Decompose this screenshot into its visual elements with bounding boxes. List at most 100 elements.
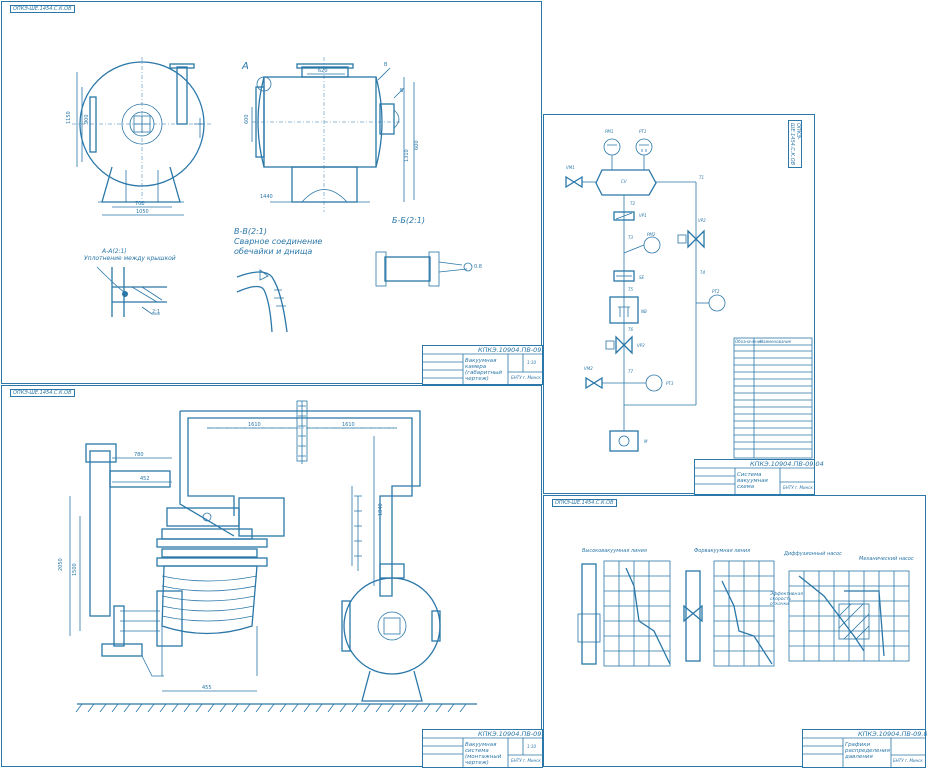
tb-org: БНТУ г. Минск (893, 758, 923, 763)
section-v-label: В-В(2:1) (234, 227, 267, 236)
tb-org: БНТУ г. Минск (783, 485, 813, 490)
node-m: M (644, 439, 648, 444)
tb-scale: 1:10 (527, 360, 536, 365)
graph1-curve (625, 567, 671, 665)
node-vm1: VM1 (566, 165, 575, 170)
legend-header-designation: Обозначение (735, 339, 763, 344)
svg-text:455: 455 (202, 685, 212, 691)
graph3-label-diffusion: Диффузионный насос (784, 551, 842, 557)
sheet-assembly-drawing: ОПКЭ-ШЕ.1454.С.К.ОВ 2050 1500 780 452 (1, 385, 552, 768)
node-pm2: PM2 (647, 232, 656, 237)
svg-text:1150: 1150 (66, 111, 72, 124)
section-b-label: Б-Б(2:1) (392, 216, 425, 225)
node-pm1: PM1 (605, 129, 614, 134)
gauge-pm1 (603, 138, 621, 156)
tb-title: Вакуумная камера (габаритный чертеж) (465, 358, 502, 382)
vacuum-scheme-graphics (565, 138, 813, 459)
diffusion-pump-nb (609, 296, 639, 324)
tb-title: Система вакуумная схема (737, 472, 768, 490)
trap-se (613, 270, 635, 282)
tb-scale: 1:10 (527, 744, 536, 749)
sheet-pressure-graphs: ОПКЭ-ШЕ.1454.С.К.ОВ Высоковакуумная лини… (543, 495, 927, 768)
side-cylinder (156, 590, 183, 647)
section-a-label: А-А(2:1) (102, 248, 127, 255)
svg-text:0.8: 0.8 (474, 264, 482, 270)
svg-text:2050: 2050 (58, 558, 64, 571)
graph3-hatch (838, 603, 870, 640)
valve-vm1 (565, 175, 583, 189)
node-cv: CV (621, 179, 627, 184)
legend-header-name: Наименование (760, 339, 792, 344)
svg-text:Б: Б (400, 88, 404, 94)
graph3-mechanical (844, 590, 885, 657)
title-block: КПКЭ.10904.ПВ-09.02 Вакуумная камера (га… (422, 345, 552, 385)
section-v-note: Сварное соединение обечайки и днища (234, 237, 323, 256)
outlet-pipe (176, 66, 188, 125)
front-support (101, 166, 181, 203)
gauge-pt2 (708, 294, 726, 312)
front-door-flange (89, 96, 97, 153)
side-support (291, 166, 358, 203)
graph2-curve (721, 580, 773, 665)
valve-vp3 (615, 335, 633, 355)
svg-text:452: 452 (140, 476, 150, 482)
tb-code: КПКЭ.10904.ПВ-09.03 (858, 730, 927, 738)
duct-frame (180, 410, 421, 597)
section-a-note: Уплотнение между крышкой (84, 255, 176, 262)
tb-title: Вакуумная система (монтажный чертеж) (465, 742, 502, 766)
graph1-label: Высоковакуумная линия (582, 548, 647, 554)
valve-vp2 (687, 229, 705, 249)
sheet-vacuum-scheme: ОПКЭ-ШЕ.1454.С.К.ОВ (543, 114, 824, 495)
svg-text:900: 900 (84, 114, 90, 124)
svg-text:700: 700 (135, 201, 145, 207)
pipe-section (384, 256, 431, 282)
node-t2: T2 (630, 201, 635, 206)
tb-code: КПКЭ.10904.ПВ-09.03 (478, 730, 552, 738)
title-block: КПКЭ.10904.ПВ-09.03 Графики распределени… (802, 729, 927, 768)
gauge-pm2 (643, 236, 661, 254)
graph3-diffusion (798, 575, 865, 652)
svg-text:780: 780 (134, 452, 144, 458)
valve-vm2 (585, 376, 603, 390)
valve-vp1 (613, 211, 635, 221)
pressure-graphics (577, 560, 910, 667)
tb-code: КПКЭ.10904.ПВ-09.02 (478, 346, 552, 354)
node-vm2: VM2 (584, 366, 593, 371)
svg-text:1440: 1440 (260, 194, 273, 200)
sheet-general-drawing: ОПКЭ-ШЕ.1454.С.К.ОВ 1150 900 700 1050 (1, 1, 552, 385)
node-t7: T7 (628, 369, 633, 374)
svg-text:1500: 1500 (72, 563, 78, 576)
valve-housing (238, 497, 285, 537)
mechanical-pump-m (609, 430, 639, 452)
svg-text:600: 600 (414, 140, 420, 150)
node-t1: T1 (699, 175, 704, 180)
gauge-pt1 (635, 138, 653, 156)
pump-body (161, 565, 258, 635)
svg-text:2:1: 2:1 (152, 309, 160, 315)
left-column (89, 450, 111, 617)
svg-text:620: 620 (318, 68, 328, 74)
graph1-frame (603, 560, 671, 667)
tb-org: БНТУ г. Минск (511, 375, 541, 380)
graph2-label: Форвакуумная линия (694, 548, 751, 554)
view-a-label: А (242, 61, 249, 72)
top-pipe (301, 66, 349, 78)
node-pt3: PT3 (666, 381, 674, 386)
title-block: КПКЭ.10904.ПВ-09.04 Система вакуумная сх… (694, 459, 824, 495)
svg-text:В: В (384, 62, 388, 68)
node-se: SE (639, 275, 645, 280)
node-pt1: PT1 (639, 129, 647, 134)
node-t3: T3 (628, 235, 633, 240)
svg-text:600: 600 (244, 114, 250, 124)
tb-title: Графики распределения давления (845, 742, 890, 760)
node-pt2: PT2 (712, 289, 720, 294)
node-nb: NB (641, 309, 647, 314)
node-t4: T4 (700, 270, 705, 275)
svg-text:1310: 1310 (404, 149, 410, 162)
seal-ring (122, 291, 128, 297)
gauge-pt3 (645, 374, 663, 392)
weld-section (236, 271, 288, 333)
svg-text:1840: 1840 (378, 503, 384, 516)
svg-text:1610: 1610 (342, 422, 355, 428)
chamber-cv (595, 169, 657, 196)
